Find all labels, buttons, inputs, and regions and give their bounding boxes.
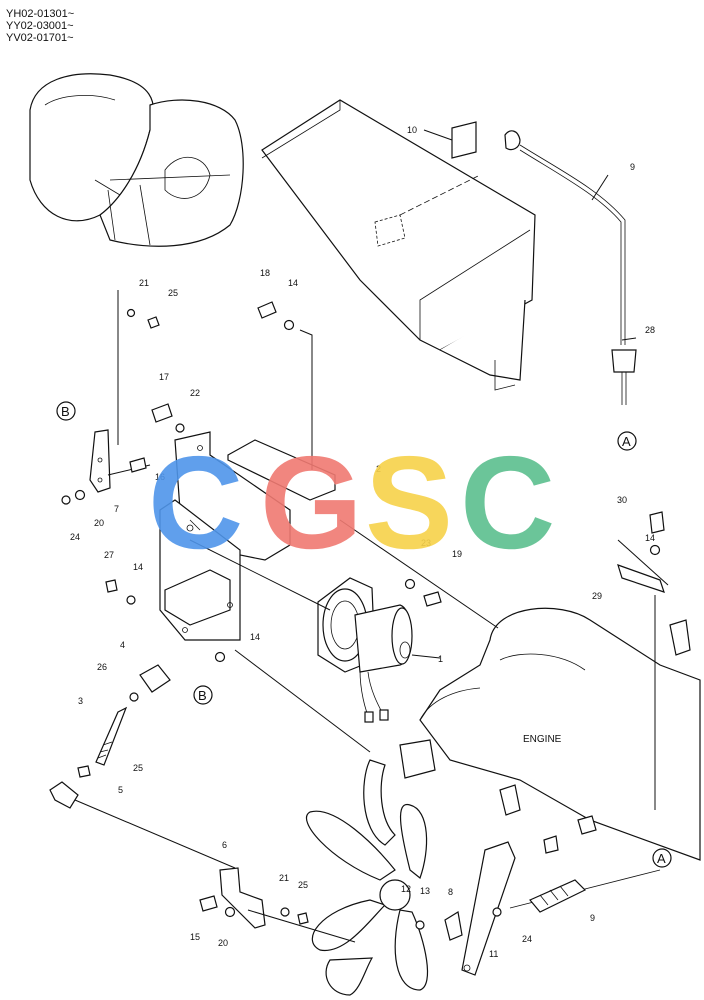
callout-25-a: 25: [168, 288, 178, 298]
callout-5: 5: [118, 785, 123, 795]
callout-21-b: 21: [279, 873, 289, 883]
engine-drawing: [363, 607, 701, 861]
callout-13: 13: [420, 886, 430, 896]
callout-27: 27: [104, 550, 114, 560]
callout-15: 15: [190, 932, 200, 942]
part-number-callouts: 1 2 3 4 5 6 7 8 9 9 10 11 12 13 14 14 14…: [70, 125, 655, 959]
watermark-letter-c2: C: [460, 429, 555, 576]
callout-25-b: 25: [133, 763, 143, 773]
actuator-motor-drawing: [317, 577, 441, 723]
callout-20-b: 20: [218, 938, 228, 948]
callout-7: 7: [114, 504, 119, 514]
callout-26: 26: [97, 662, 107, 672]
cab-inset-drawing: [29, 73, 244, 247]
ref-marker-b-left: B: [61, 404, 70, 419]
callout-8: 8: [448, 887, 453, 897]
small-bracket-drawing: [89, 429, 266, 929]
callout-11: 11: [489, 949, 498, 959]
hardware-fasteners: [61, 301, 665, 941]
watermark-letter-c1: C: [148, 429, 243, 576]
callout-12: 12: [401, 884, 411, 894]
callout-28: 28: [645, 325, 655, 335]
cooling-fan-drawing: [305, 803, 429, 996]
callout-14-a: 14: [288, 278, 298, 288]
callout-14-b: 14: [133, 562, 143, 572]
callout-9-top: 9: [630, 162, 635, 172]
callout-16: 16: [155, 472, 165, 482]
bracket-drawing: [159, 431, 336, 641]
serial-number-3: YV02-01701~: [6, 32, 74, 44]
watermark-logo: C G S C: [148, 429, 555, 576]
callout-17: 17: [159, 372, 169, 382]
callout-22: 22: [190, 388, 200, 398]
callout-4: 4: [120, 640, 125, 650]
callout-23: 23: [421, 538, 431, 548]
watermark-letter-s: S: [365, 429, 453, 576]
callout-3: 3: [78, 696, 83, 706]
callout-20-a: 20: [94, 518, 104, 528]
callout-19: 19: [452, 549, 462, 559]
callout-2: 2: [376, 464, 381, 474]
callout-1: 1: [438, 654, 443, 664]
callout-14-d: 14: [645, 533, 655, 543]
control-rod-drawing: [49, 664, 236, 869]
ref-marker-b-lower: B: [198, 688, 207, 703]
callout-10: 10: [407, 125, 417, 135]
serial-number-1: YH02-01301~: [6, 8, 75, 20]
callout-21-a: 21: [139, 278, 149, 288]
callout-25-c: 25: [298, 880, 308, 890]
callout-14-c: 14: [250, 632, 260, 642]
callout-30: 30: [617, 495, 627, 505]
callout-24-b: 24: [522, 934, 532, 944]
serial-number-2: YY02-03001~: [6, 20, 74, 32]
watermark-letter-g: G: [260, 429, 363, 576]
throttle-cable-top-drawing: [504, 130, 637, 405]
engine-label: ENGINE: [523, 734, 562, 745]
callout-24-a: 24: [70, 532, 80, 542]
throttle-cable-bottom-drawing: [461, 841, 661, 976]
ref-marker-a-lower: A: [657, 851, 666, 866]
leader-lines: [107, 290, 669, 943]
callout-9-bottom: 9: [590, 913, 595, 923]
callout-6: 6: [222, 840, 227, 850]
cover-panel-drawing: [261, 99, 536, 391]
ref-marker-a-top: A: [622, 434, 631, 449]
reference-markers: B A B A: [56, 401, 672, 868]
callout-18: 18: [260, 268, 270, 278]
callout-29: 29: [592, 591, 602, 601]
